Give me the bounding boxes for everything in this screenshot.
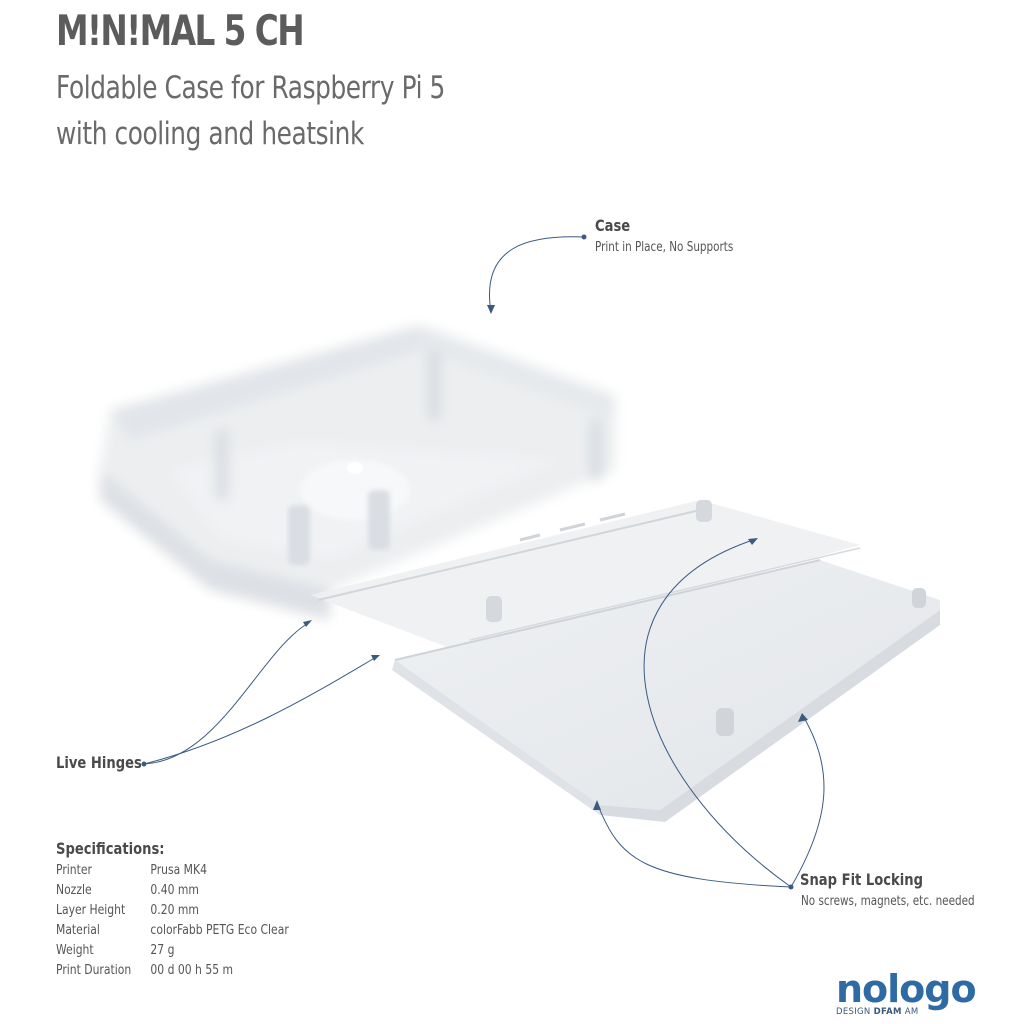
spec-value: 27 g [150, 942, 175, 958]
spec-row: Nozzle 0.40 mm [56, 882, 199, 898]
spec-row: Material colorFabb PETG Eco Clear [56, 922, 289, 938]
spec-key: Print Duration [56, 962, 132, 978]
spec-key: Printer [56, 862, 92, 878]
spec-key: Weight [56, 942, 94, 958]
spec-value: 0.20 mm [150, 902, 199, 918]
logo-tag-prefix: DESIGN [836, 1007, 871, 1017]
logo-tagline: DESIGN DFAM AM [836, 1007, 976, 1017]
spec-row: Print Duration 00 d 00 h 55 m [56, 962, 233, 978]
snap-callout-detail: No screws, magnets, etc. needed [801, 894, 975, 909]
spec-value: 00 d 00 h 55 m [150, 962, 234, 978]
subtitle-line-2: with cooling and heatsink [56, 116, 364, 152]
logo-tag-suffix: AM [904, 1007, 919, 1017]
snap-callout-title: Snap Fit Locking [800, 870, 924, 889]
spec-row: Layer Height 0.20 mm [56, 902, 199, 918]
spec-value: colorFabb PETG Eco Clear [150, 922, 289, 938]
standoffs [288, 490, 390, 565]
specifications-heading: Specifications: [56, 839, 165, 858]
logo-tag-bold: DFAM [873, 1007, 902, 1017]
spec-value: Prusa MK4 [150, 862, 207, 878]
spec-value: 0.40 mm [150, 882, 199, 898]
case-callout-detail: Print in Place, No Supports [595, 240, 734, 255]
subtitle-line-1: Foldable Case for Raspberry Pi 5 [56, 70, 445, 106]
hinge-callout-title: Live Hinges [56, 753, 142, 772]
spec-row: Weight 27 g [56, 942, 174, 958]
page-title: M!N!MAL 5 CH [56, 6, 305, 55]
logo-wordmark: nologo [836, 967, 977, 1011]
spec-row: Printer Prusa MK4 [56, 862, 207, 878]
nologo-logo: nologo DESIGN DFAM AM [836, 967, 977, 1017]
spec-key: Nozzle [56, 882, 92, 898]
spec-key: Layer Height [56, 902, 126, 918]
case-callout-title: Case [595, 216, 631, 235]
spec-key: Material [56, 922, 100, 938]
